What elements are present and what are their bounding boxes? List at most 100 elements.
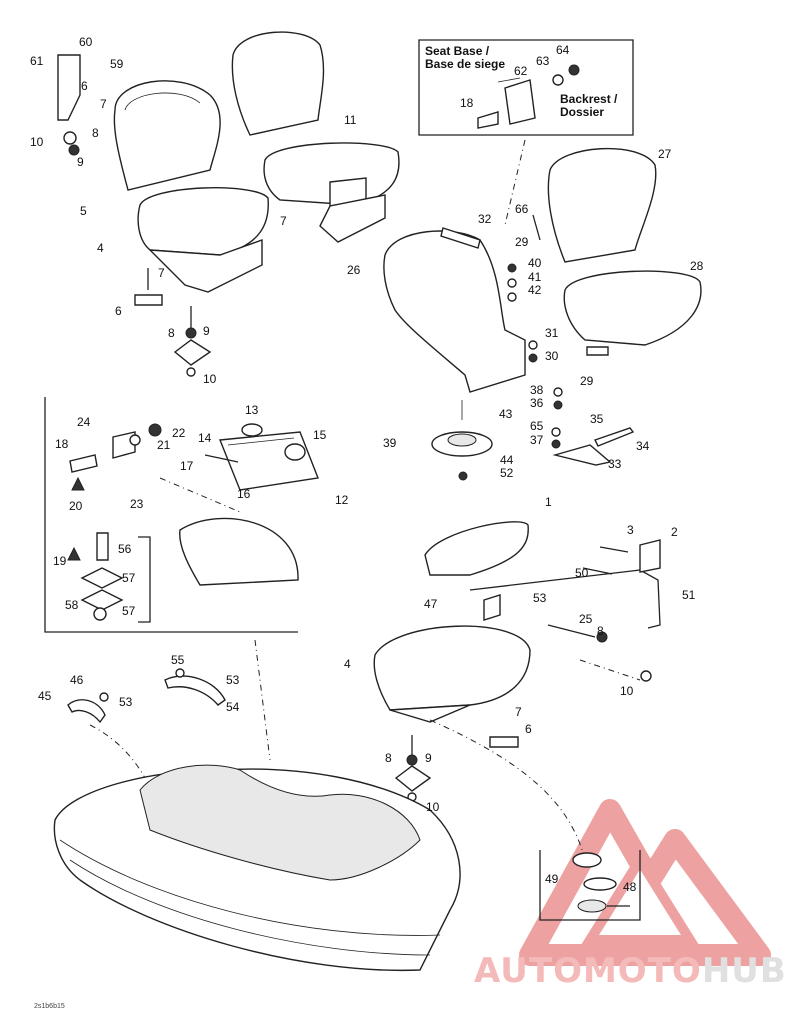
callout-10b: 10 [203, 372, 217, 386]
callout-28: 28 [690, 259, 704, 273]
callout-4b: 4 [344, 657, 351, 671]
inset-frame [418, 39, 634, 136]
gauge-15 [284, 443, 306, 461]
leader-console [254, 639, 271, 761]
plug-48 [577, 899, 607, 913]
plate-pad-c [394, 765, 432, 792]
bracket-56-57 [138, 536, 151, 623]
gasket [583, 877, 617, 891]
callout-16: 16 [237, 487, 251, 501]
callout-10d: 10 [426, 800, 440, 814]
callout-18: 18 [55, 437, 69, 451]
callout-53b: 53 [226, 673, 240, 687]
nut-8b [185, 327, 197, 339]
nut-8c [596, 631, 608, 643]
backrest-left [113, 80, 221, 191]
nut-44 [458, 471, 468, 481]
callout-37: 37 [530, 433, 544, 447]
callout-22: 22 [172, 426, 186, 440]
callout-34: 34 [636, 439, 650, 453]
callout-48: 48 [623, 880, 637, 894]
callout-42: 42 [528, 283, 542, 297]
callout-53: 53 [533, 591, 547, 605]
callout-27: 27 [658, 147, 672, 161]
callout-24: 24 [77, 415, 91, 429]
nut-40 [507, 263, 517, 273]
watermark-text: AUTOMOTOHUB [474, 951, 787, 991]
washer-41 [507, 278, 517, 288]
bolt-17 [204, 454, 239, 463]
inset-backrest-fr-label: Dossier [560, 105, 605, 119]
bolt-25 [547, 624, 596, 638]
callout-10: 10 [30, 135, 44, 149]
bracket-62 [504, 79, 536, 125]
callout-18-inset: 18 [460, 96, 474, 110]
callout-39: 39 [383, 436, 397, 450]
backrest-center [231, 31, 325, 136]
nut-8d [406, 754, 418, 766]
callout-62: 62 [514, 64, 528, 78]
hull-chine [69, 859, 431, 956]
callout-19: 19 [53, 554, 67, 568]
handle-45 [67, 699, 106, 724]
nut-36 [553, 400, 563, 410]
callout-57b: 57 [122, 604, 136, 618]
callout-7d: 7 [515, 705, 522, 719]
callout-9b: 9 [203, 324, 210, 338]
gauge-13 [241, 423, 263, 437]
pin-66 [532, 214, 541, 241]
callout-6: 6 [81, 79, 88, 93]
callout-6b: 6 [115, 304, 122, 318]
backrest-left-seam [124, 92, 201, 111]
callout-2: 2 [671, 525, 678, 539]
callout-63: 63 [536, 54, 550, 68]
screw-18 [69, 454, 98, 473]
washer-38 [553, 387, 563, 397]
callout-43: 43 [499, 407, 513, 421]
watermark-logo-icon [519, 799, 771, 966]
callout-60: 60 [79, 35, 93, 49]
leader-10c [579, 659, 641, 681]
callout-52: 52 [500, 466, 514, 480]
drop-20 [71, 476, 85, 491]
callout-29: 29 [580, 374, 594, 388]
callout-8c: 8 [597, 624, 604, 638]
callout-20: 20 [69, 499, 83, 513]
washer-31 [528, 340, 538, 350]
callout-9c: 9 [425, 751, 432, 765]
callout-64: 64 [556, 43, 570, 57]
plate-6c [489, 736, 519, 748]
callout-7: 7 [100, 97, 107, 111]
seat-tub-base [389, 704, 471, 723]
callout-44: 44 [500, 453, 514, 467]
nut-22 [148, 423, 162, 437]
callout-1: 1 [545, 495, 552, 509]
bracket-47 [483, 594, 501, 621]
seat-cushion-left [137, 187, 269, 256]
seat-cushion-right [563, 270, 702, 346]
hinge-bracket [57, 54, 81, 121]
display-glass-line [227, 437, 295, 446]
callout-4: 4 [97, 241, 104, 255]
callout-31: 31 [545, 326, 559, 340]
callout-45: 45 [38, 689, 52, 703]
handle-54 [164, 675, 226, 706]
callout-8: 8 [92, 126, 99, 140]
callout-57: 57 [122, 571, 136, 585]
watermark-text-part1: AUTOMOTO [474, 951, 702, 991]
callout-50: 50 [575, 566, 589, 580]
callout-14: 14 [198, 431, 212, 445]
inset-backrest-label: Backrest / [560, 92, 618, 106]
screw-18-inset [477, 111, 499, 129]
lever-33 [552, 444, 612, 466]
watermark-text-part2: HUB [701, 951, 787, 991]
nut-37 [551, 439, 561, 449]
washer-42 [507, 292, 517, 302]
callout-29b: 29 [515, 235, 529, 249]
callout-56: 56 [118, 542, 132, 556]
washer-65 [551, 427, 561, 437]
bracket-48-49 [539, 850, 641, 921]
callout-5: 5 [80, 204, 87, 218]
callout-15: 15 [313, 428, 327, 442]
